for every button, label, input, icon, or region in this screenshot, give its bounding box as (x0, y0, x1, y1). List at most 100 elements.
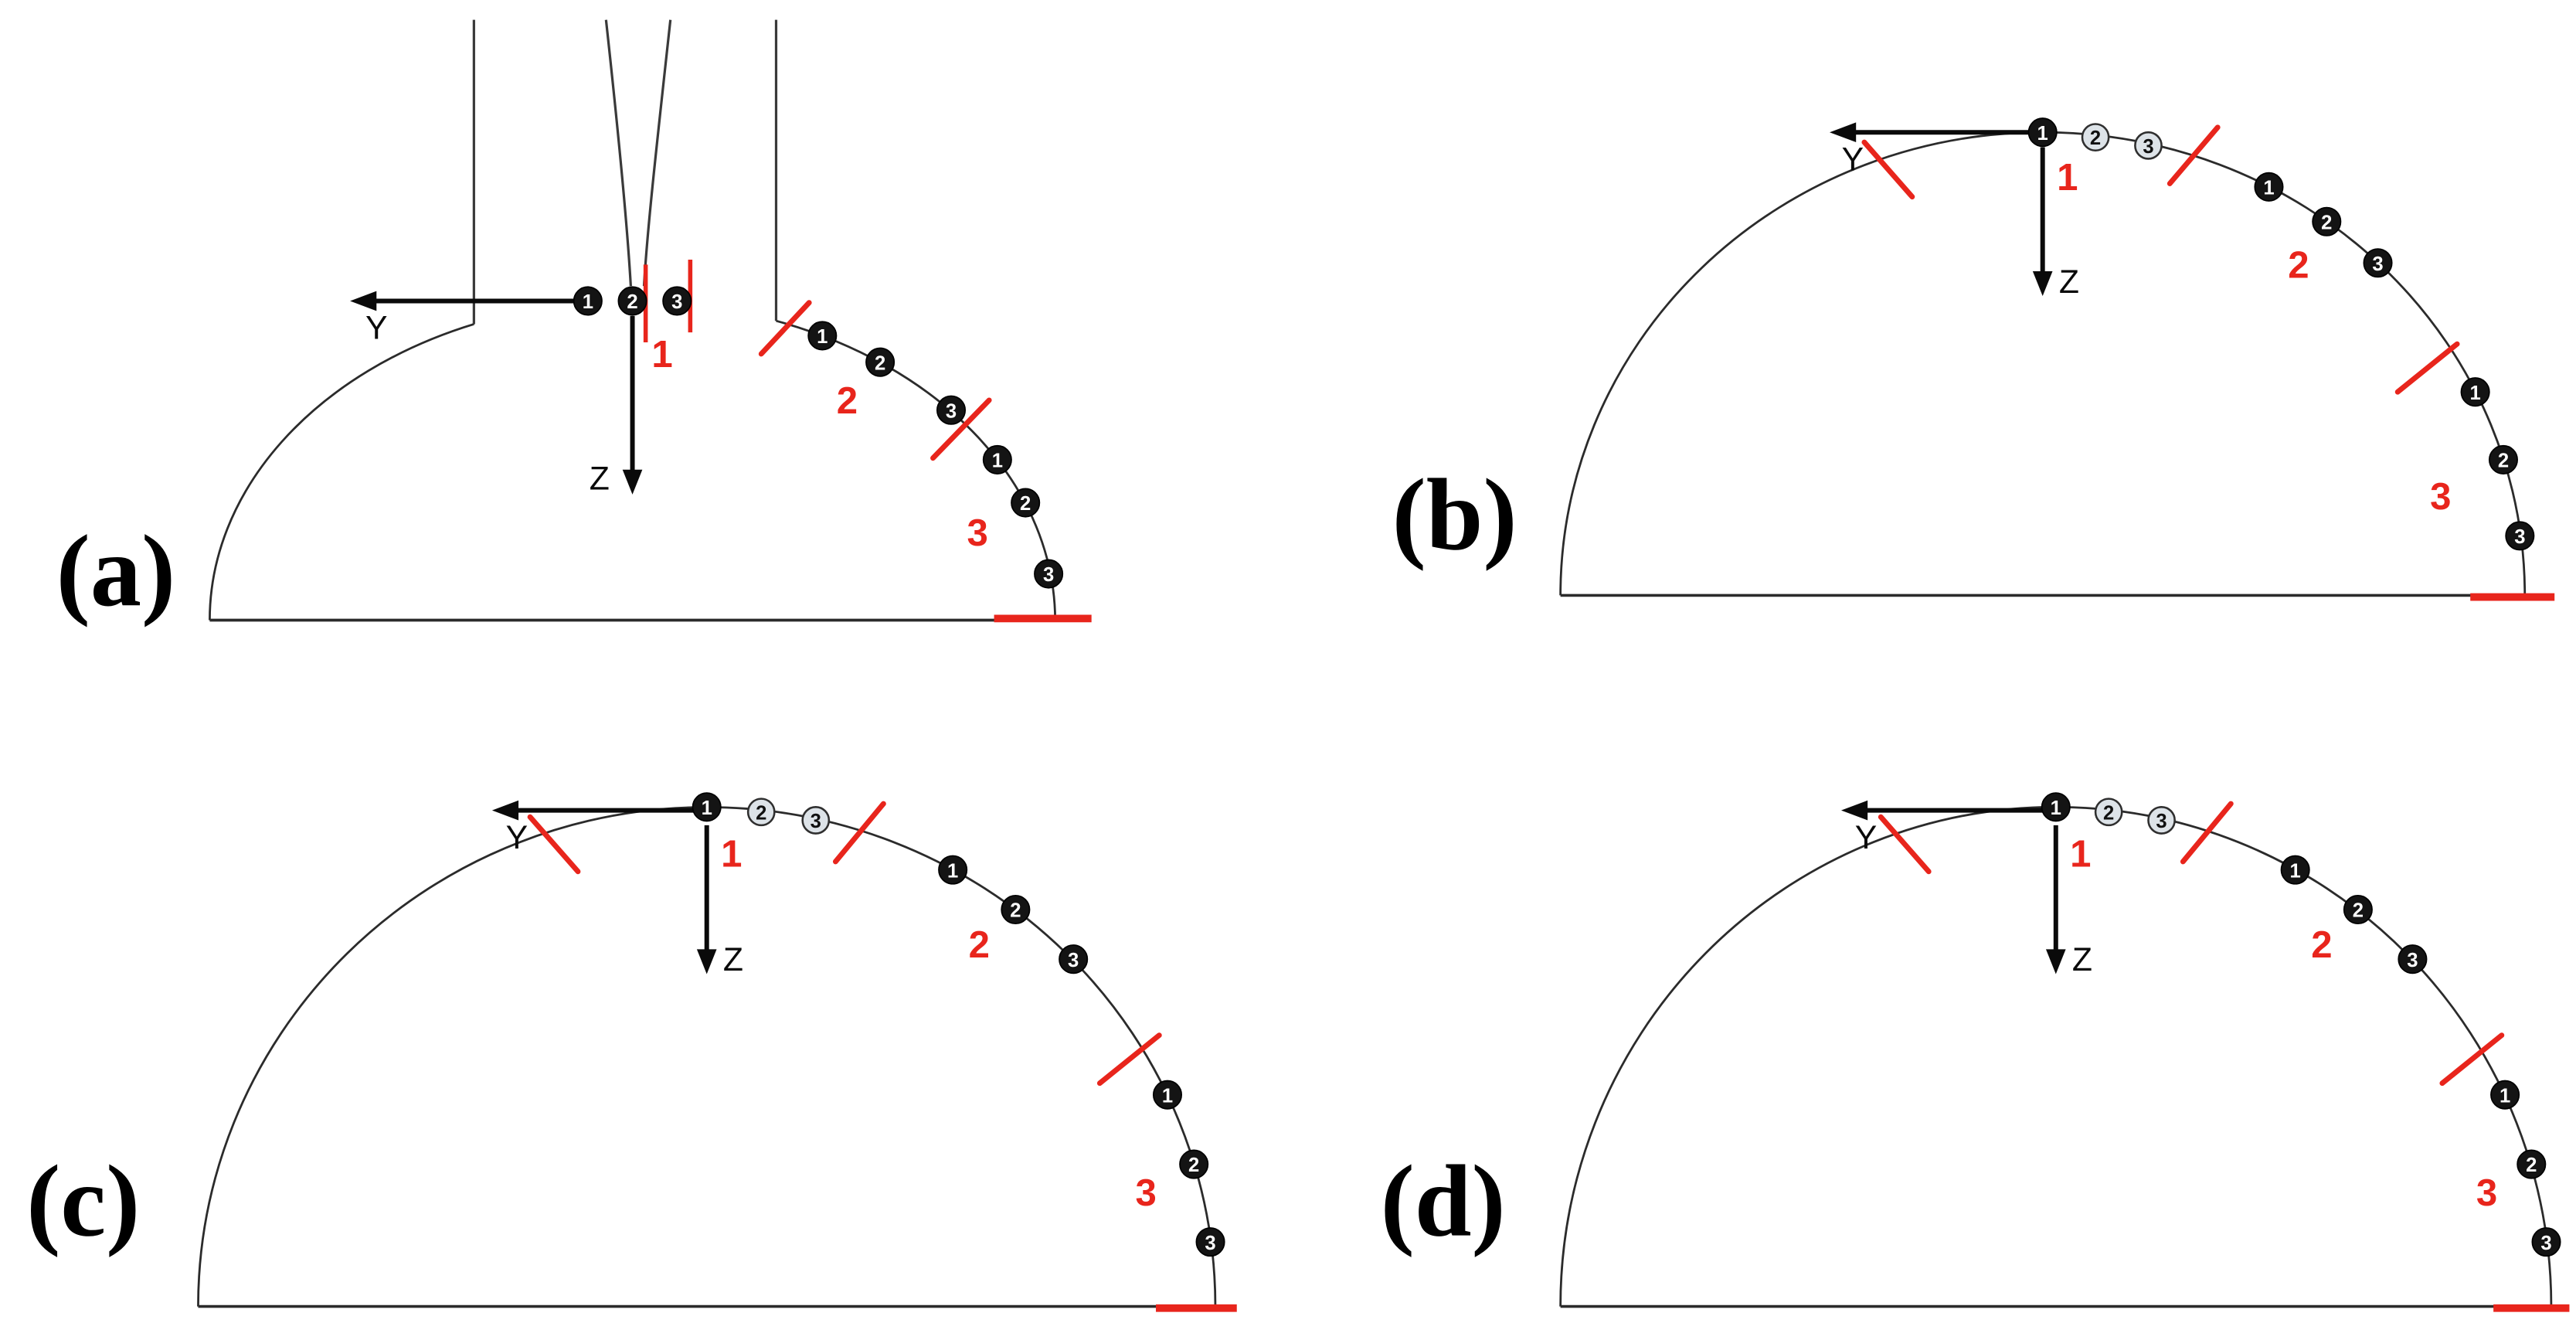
panel-label: (c) (26, 1144, 140, 1258)
dome-arc-left (209, 323, 474, 621)
probe-marker-number: 2 (1188, 1155, 1199, 1176)
y-axis-label: Y (1855, 819, 1878, 856)
probe-marker-number: 1 (702, 798, 712, 819)
probe-marker-number: 2 (2498, 451, 2509, 472)
probe-marker (1059, 944, 1089, 974)
zone-divider (2180, 801, 2234, 865)
probe-marker (1001, 894, 1031, 925)
zone-divider (1096, 1032, 1162, 1087)
probe-marker-number: 2 (875, 352, 885, 374)
z-axis-label: Z (2072, 941, 2092, 978)
probe-marker-number: 3 (1205, 1233, 1215, 1254)
probe-marker (1011, 488, 1041, 518)
zone-label: 1 (2057, 156, 2078, 199)
jet-profile-right (642, 19, 672, 287)
z-axis-arrowhead (2032, 270, 2053, 297)
probe-marker-number: 3 (811, 811, 821, 832)
zone-label: 3 (2430, 475, 2451, 518)
probe-marker (2147, 806, 2176, 835)
probe-marker-number: 2 (2321, 212, 2332, 233)
zone-label: 1 (651, 333, 672, 376)
probe-marker (2517, 1149, 2547, 1179)
probe-marker-number: 2 (1020, 493, 1031, 515)
y-axis-arrowhead (491, 800, 519, 821)
probe-marker (2460, 377, 2490, 407)
probe-marker (2398, 944, 2428, 974)
y-axis-label: Y (1842, 141, 1864, 178)
y-axis-arrowhead (350, 291, 377, 311)
probe-marker-number: 1 (583, 291, 593, 313)
probe-marker (2041, 792, 2071, 822)
probe-marker-number: 1 (992, 451, 1003, 472)
probe-marker-number: 3 (2540, 1233, 2551, 1254)
probe-marker-number: 3 (2407, 950, 2418, 971)
probe-marker (936, 395, 967, 425)
probe-marker (2081, 123, 2110, 152)
probe-marker (807, 321, 838, 351)
probe-marker-number: 1 (2051, 798, 2061, 819)
probe-marker-number: 1 (1162, 1085, 1173, 1107)
probe-marker-number: 3 (2143, 136, 2153, 158)
probe-marker-number: 2 (627, 291, 637, 313)
z-axis-label: Z (2059, 264, 2079, 301)
probe-marker-number: 1 (817, 326, 828, 348)
probe-marker-number: 3 (1068, 950, 1079, 971)
panel-b: Y Z 1 2 3 1 1 2 3 2 1 2 3 3 (b) (1392, 117, 2555, 601)
zone-divider (2166, 124, 2221, 186)
zone-divider (527, 814, 581, 875)
probe-marker (2490, 1080, 2520, 1110)
zone-divider (2439, 1032, 2505, 1087)
z-axis-arrowhead (622, 469, 643, 495)
y-axis-arrowhead (1840, 800, 1868, 821)
probe-marker (2505, 521, 2535, 551)
panel-d: Y Z 1 2 3 1 1 2 3 2 1 2 3 3 (d) (1381, 792, 2570, 1312)
probe-marker (2363, 248, 2393, 278)
z-axis-label: Z (590, 460, 610, 497)
probe-marker-number: 2 (2353, 900, 2364, 922)
probe-marker (2280, 855, 2310, 885)
probe-marker (865, 347, 895, 377)
probe-marker-number: 2 (1010, 900, 1021, 922)
probe-marker-number: 3 (671, 291, 682, 313)
panel-c: Y Z 1 2 3 1 1 2 3 2 1 2 3 3 (c) (26, 792, 1237, 1312)
panel-label: (d) (1381, 1144, 1506, 1258)
probe-marker-number: 1 (2263, 177, 2274, 199)
zone-label: 2 (837, 379, 858, 422)
zone-divider (1861, 139, 1915, 200)
panel-label: (b) (1392, 457, 1517, 571)
probe-marker (2343, 894, 2373, 925)
probe-marker-number: 2 (756, 802, 766, 824)
zone-label: 3 (1136, 1172, 1157, 1214)
probe-marker (692, 792, 722, 822)
zone-label: 2 (2311, 923, 2332, 966)
probe-marker (938, 855, 968, 885)
probe-marker (1179, 1149, 1209, 1179)
z-axis-arrowhead (696, 949, 717, 974)
zone-divider (758, 300, 812, 357)
y-axis-arrowhead (1829, 122, 1857, 143)
probe-marker-number: 2 (2103, 802, 2114, 824)
zone-divider (832, 801, 886, 865)
probe-marker (801, 806, 831, 835)
probe-marker (2531, 1227, 2561, 1257)
probe-marker-number: 1 (947, 860, 958, 882)
z-axis-label: Z (723, 941, 743, 978)
zone-label: 3 (967, 512, 988, 554)
dome-arc-right (776, 319, 1057, 621)
probe-marker (2312, 206, 2342, 236)
jet-profile-left (604, 19, 633, 287)
probe-marker (2134, 131, 2163, 160)
probe-marker-number: 2 (2526, 1155, 2537, 1176)
y-axis-label: Y (365, 310, 388, 347)
probe-marker (2254, 172, 2284, 202)
probe-marker (1152, 1080, 1183, 1110)
zone-label: 3 (2476, 1172, 2497, 1214)
probe-marker-number: 3 (2372, 253, 2383, 275)
probe-marker-number: 1 (2037, 123, 2048, 145)
probe-marker (982, 444, 1012, 474)
probe-marker (1195, 1227, 1225, 1257)
probe-marker-number: 3 (2156, 811, 2166, 832)
probe-marker-number: 3 (946, 400, 957, 422)
zone-divider (2394, 341, 2460, 395)
